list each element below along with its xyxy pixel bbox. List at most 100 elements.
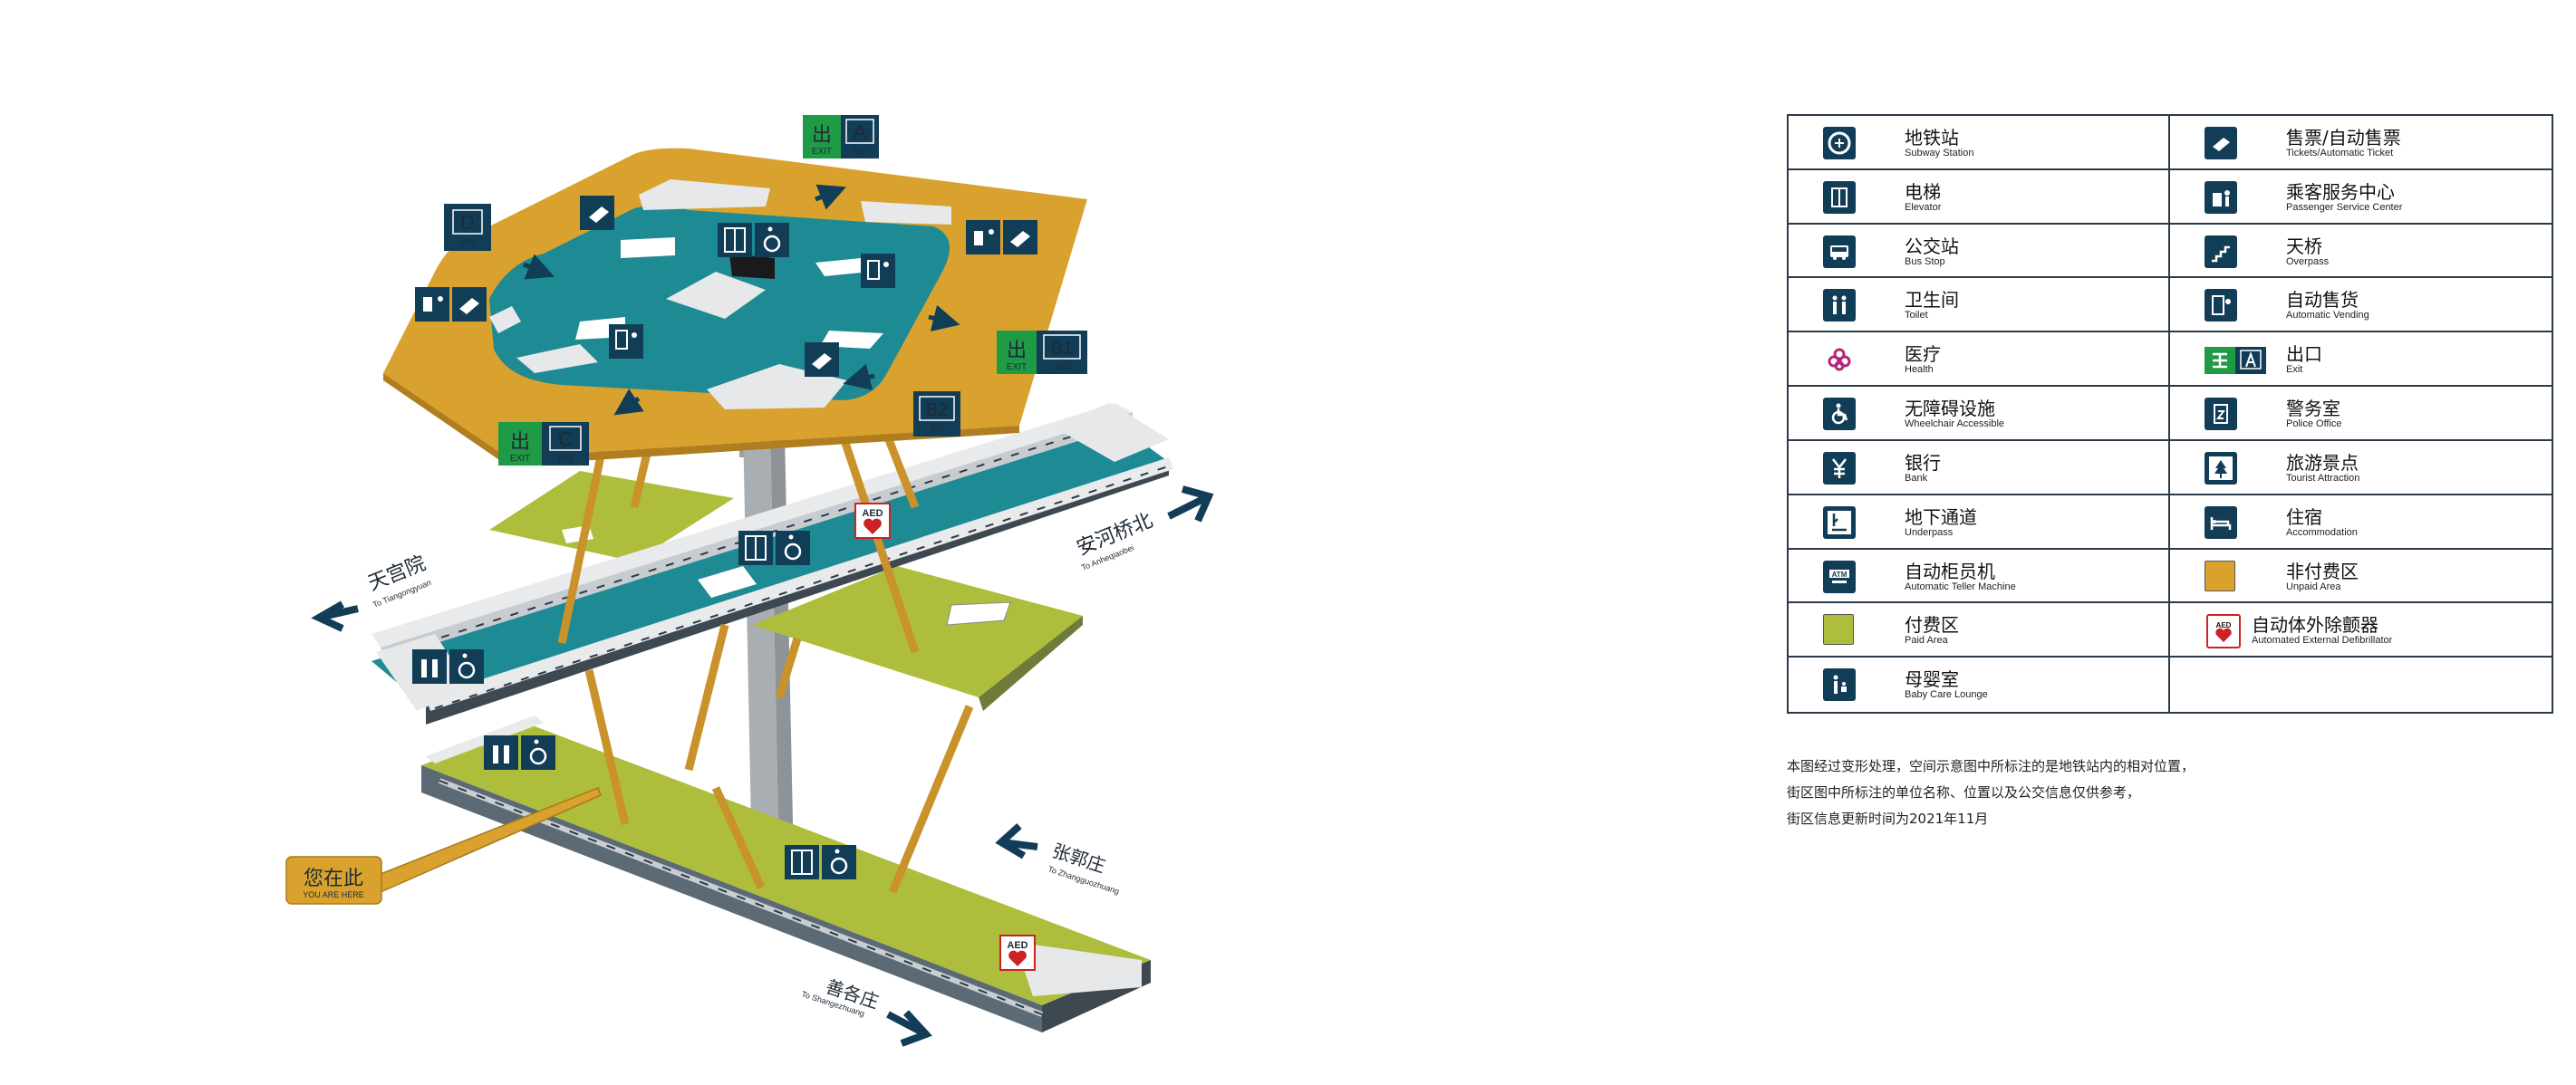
vending-icon bbox=[2205, 289, 2237, 322]
service-center-icon bbox=[2205, 180, 2237, 214]
overpass-icon bbox=[2205, 235, 2237, 268]
legend-label-zh: 非付费区 bbox=[2286, 560, 2359, 582]
note-line-3: 街区信息更新时间为2021年11月 bbox=[1787, 811, 1989, 827]
disclaimer-notes: 本图经过变形处理，空间示意图中所标注的是地铁站内的相对位置， 街区图中所标注的单… bbox=[1787, 754, 2195, 832]
toilet-icon bbox=[1823, 289, 1856, 322]
exit-a-cn: 出 bbox=[812, 124, 832, 147]
you-are-here-en: YOU ARE HERE bbox=[303, 890, 364, 899]
map-wheelchair-icon-2 bbox=[776, 531, 810, 565]
map-elevator-icon bbox=[718, 223, 752, 257]
exit-a-en: EXIT bbox=[812, 147, 832, 157]
baby-care-icon bbox=[1823, 668, 1856, 702]
station-map: 出 EXIT A 东口 D 西口 出 EXIT B1 东口 B2 东口 出 EX… bbox=[285, 115, 1214, 1047]
legend-label-en: Toilet bbox=[1905, 310, 1928, 322]
map-wheelchair-icon-5 bbox=[822, 845, 856, 879]
direction-zhangguozhuang: 张郭庄 To Zhangguozhuang bbox=[995, 823, 1121, 896]
legend-label-en: Health bbox=[1905, 364, 1934, 376]
map-service-center-icon bbox=[966, 220, 1000, 254]
legend-label-zh: 公交站 bbox=[1905, 235, 1959, 257]
legend-label-en: Police Office bbox=[2286, 418, 2342, 430]
subway-icon bbox=[1823, 127, 1856, 159]
tourist-icon bbox=[2205, 451, 2237, 485]
escalators bbox=[557, 424, 974, 894]
legend-label-en: Wheelchair Accessible bbox=[1905, 418, 2005, 430]
exit-b2-letter: B2 bbox=[926, 400, 948, 420]
exit-c-en: EXIT bbox=[510, 454, 530, 464]
elevator-shaft bbox=[739, 417, 794, 869]
legend-label-zh: 售票/自动售票 bbox=[2286, 127, 2401, 149]
legend-label-en: Accommodation bbox=[2286, 526, 2358, 538]
map-service-center-icon-2 bbox=[415, 287, 449, 322]
underpass-icon bbox=[1823, 505, 1856, 539]
exit-sign-b1: 出 EXIT B1 东口 bbox=[997, 331, 1087, 374]
legend-label-zh: 地下通道 bbox=[1905, 505, 1977, 528]
legend-label-zh: 银行 bbox=[1905, 451, 1941, 474]
map-wheelchair-icon-3 bbox=[449, 649, 484, 684]
bus-icon bbox=[1823, 235, 1856, 268]
map-ticket-icon-4 bbox=[805, 342, 839, 377]
exit-b1-sub: 东口 bbox=[1055, 361, 1069, 370]
legend-label-zh: 自动体外除颤器 bbox=[2252, 614, 2378, 637]
map-vending-icon-2 bbox=[609, 324, 643, 359]
legend-label-zh: 地铁站 bbox=[1905, 127, 1959, 149]
direction-anheqiaobei: 安河桥北 To Anheqiaobei bbox=[1074, 485, 1214, 572]
map-ticket-icon-3 bbox=[452, 287, 487, 322]
legend-label-zh: 无障碍设施 bbox=[1905, 398, 1995, 420]
legend-label-zh: 出口 bbox=[2286, 343, 2322, 366]
exit-icon bbox=[2205, 343, 2268, 376]
exit-d-sub: 西口 bbox=[460, 238, 475, 246]
map-aed-icon-2: AED bbox=[999, 935, 1036, 971]
map-elevator-icon-2 bbox=[738, 531, 773, 565]
legend-label-en: Elevator bbox=[1905, 201, 1942, 213]
exit-c-sub: 西口 bbox=[558, 455, 573, 463]
legend-label-zh: 卫生间 bbox=[1905, 289, 1959, 312]
legend-label-en: Passenger Service Center bbox=[2286, 201, 2403, 213]
legend-label-en: Bank bbox=[1905, 472, 1928, 484]
police-icon bbox=[2205, 398, 2237, 431]
exit-sign-d: D 西口 bbox=[444, 204, 491, 251]
map-vending-icon bbox=[861, 254, 895, 288]
legend-label-zh: 医疗 bbox=[1905, 343, 1941, 366]
legend-label-en: Tourist Attraction bbox=[2286, 472, 2360, 484]
map-aed-label-2: AED bbox=[1007, 940, 1028, 951]
exit-b1-letter: B1 bbox=[1051, 339, 1073, 359]
map-ticket-icon bbox=[580, 196, 614, 230]
map-toilet-icon bbox=[412, 649, 447, 684]
legend-label-zh: 住宿 bbox=[2286, 505, 2322, 528]
legend-label-zh: 自动柜员机 bbox=[1905, 560, 1995, 582]
unpaid-area-swatch bbox=[2205, 560, 2235, 591]
map-ticket-icon-2 bbox=[1003, 220, 1037, 254]
map-wheelchair-icon-4 bbox=[521, 735, 555, 770]
you-are-here-zh: 您在此 bbox=[304, 868, 363, 890]
legend-label-en: Underpass bbox=[1905, 526, 1954, 538]
wheelchair-icon bbox=[1823, 398, 1856, 431]
map-aed-label: AED bbox=[862, 508, 883, 519]
svg-text:ATM: ATM bbox=[1832, 571, 1848, 579]
direction-tiangongyuan: 天宫院 To Tiangongyuan bbox=[311, 552, 432, 632]
exit-sign-c: 出 EXIT C 西口 bbox=[498, 422, 589, 466]
exit-sign-a: 出 EXIT A 东口 bbox=[803, 115, 879, 158]
legend-label-en: Automatic Vending bbox=[2286, 310, 2369, 322]
exit-b1-cn: 出 bbox=[1007, 340, 1027, 362]
legend-label-en: Tickets/Automatic Ticket bbox=[2286, 148, 2394, 158]
legend-label-zh: 天桥 bbox=[2286, 235, 2322, 257]
legend-label-en: Automatic Teller Machine bbox=[1905, 581, 2016, 592]
legend-label-zh: 电梯 bbox=[1905, 180, 1941, 203]
bank-icon bbox=[1823, 451, 1856, 485]
exit-b2-sub: 东口 bbox=[930, 424, 944, 433]
